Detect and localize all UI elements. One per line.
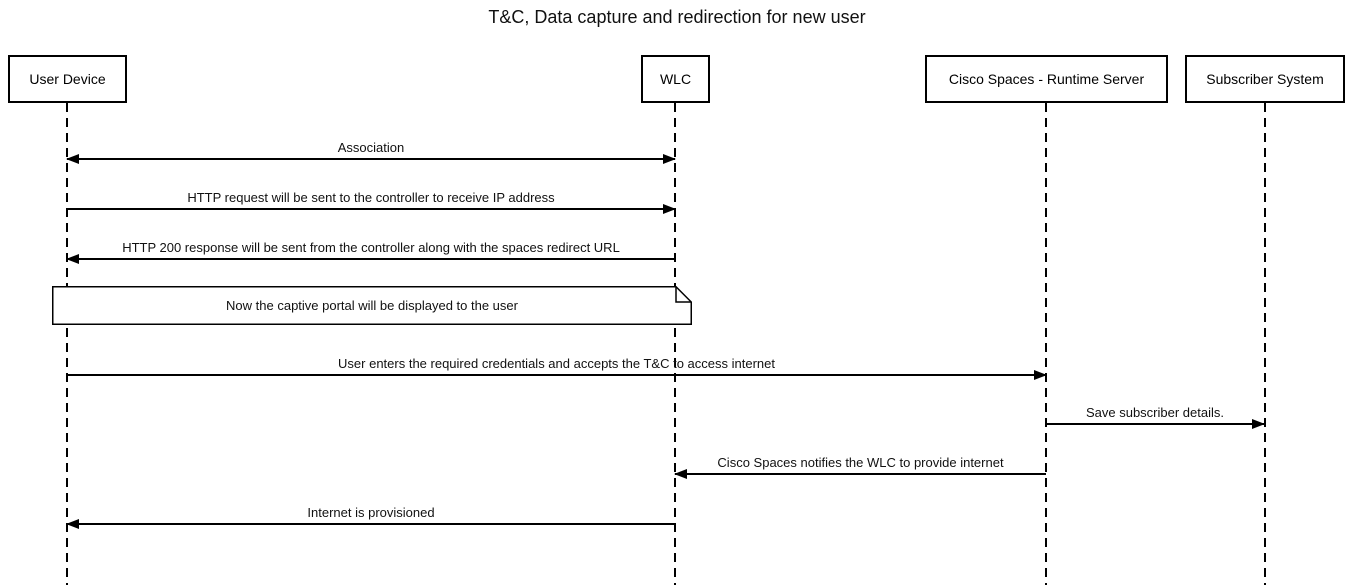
message-arrow <box>67 204 676 214</box>
actor-label: Subscriber System <box>1206 71 1324 87</box>
lifeline-subscriber-system <box>1264 103 1266 585</box>
message-association: Association <box>66 140 676 174</box>
message-arrow <box>67 370 1047 380</box>
message-http-request: HTTP request will be sent to the control… <box>67 190 676 224</box>
arrowhead-right-icon <box>663 204 676 214</box>
lifeline-wlc <box>674 103 676 585</box>
lifeline-user-device <box>66 103 68 585</box>
actor-label: Cisco Spaces - Runtime Server <box>948 71 1145 87</box>
message-notify-wlc: Cisco Spaces notifies the WLC to provide… <box>674 455 1046 489</box>
actor-user-device: User Device <box>8 55 127 103</box>
diagram-title: T&C, Data capture and redirection for ne… <box>488 7 866 27</box>
message-label: Save subscriber details. <box>1085 405 1224 420</box>
message-user-enters-credentials: User enters the required credentials and… <box>67 356 1047 390</box>
message-label: Association <box>337 140 405 155</box>
note-shape <box>52 286 692 325</box>
arrowhead-right-icon <box>663 154 676 164</box>
message-arrow <box>1046 419 1265 429</box>
message-arrow <box>66 254 675 264</box>
message-http-200-response: HTTP 200 response will be sent from the … <box>66 240 675 274</box>
lifeline-cisco-spaces <box>1045 103 1047 585</box>
actor-cisco-spaces-runtime-server: Cisco Spaces - Runtime Server <box>925 55 1168 103</box>
message-arrow <box>66 154 676 164</box>
note-captive-portal: Now the captive portal will be displayed… <box>52 286 692 325</box>
actor-label: WLC <box>659 71 692 87</box>
message-label: HTTP request will be sent to the control… <box>187 190 555 205</box>
message-save-subscriber-details: Save subscriber details. <box>1046 405 1265 439</box>
message-internet-provisioned: Internet is provisioned <box>66 505 675 539</box>
arrowhead-right-icon <box>1034 370 1047 380</box>
message-label: Internet is provisioned <box>307 505 435 520</box>
arrowhead-right-icon <box>1252 419 1265 429</box>
actor-subscriber-system: Subscriber System <box>1185 55 1345 103</box>
message-label: HTTP 200 response will be sent from the … <box>122 240 620 255</box>
arrowhead-left-icon <box>674 469 687 479</box>
message-label: User enters the required credentials and… <box>338 356 775 371</box>
message-label: Cisco Spaces notifies the WLC to provide… <box>717 455 1004 470</box>
arrowhead-left-icon <box>66 254 79 264</box>
actor-label: User Device <box>29 71 106 87</box>
message-arrow <box>66 519 675 529</box>
message-arrow <box>674 469 1046 479</box>
arrowhead-left-icon <box>66 519 79 529</box>
note-text: Now the captive portal will be displayed… <box>226 298 518 313</box>
actor-wlc: WLC <box>641 55 710 103</box>
arrowhead-left-icon <box>66 154 79 164</box>
